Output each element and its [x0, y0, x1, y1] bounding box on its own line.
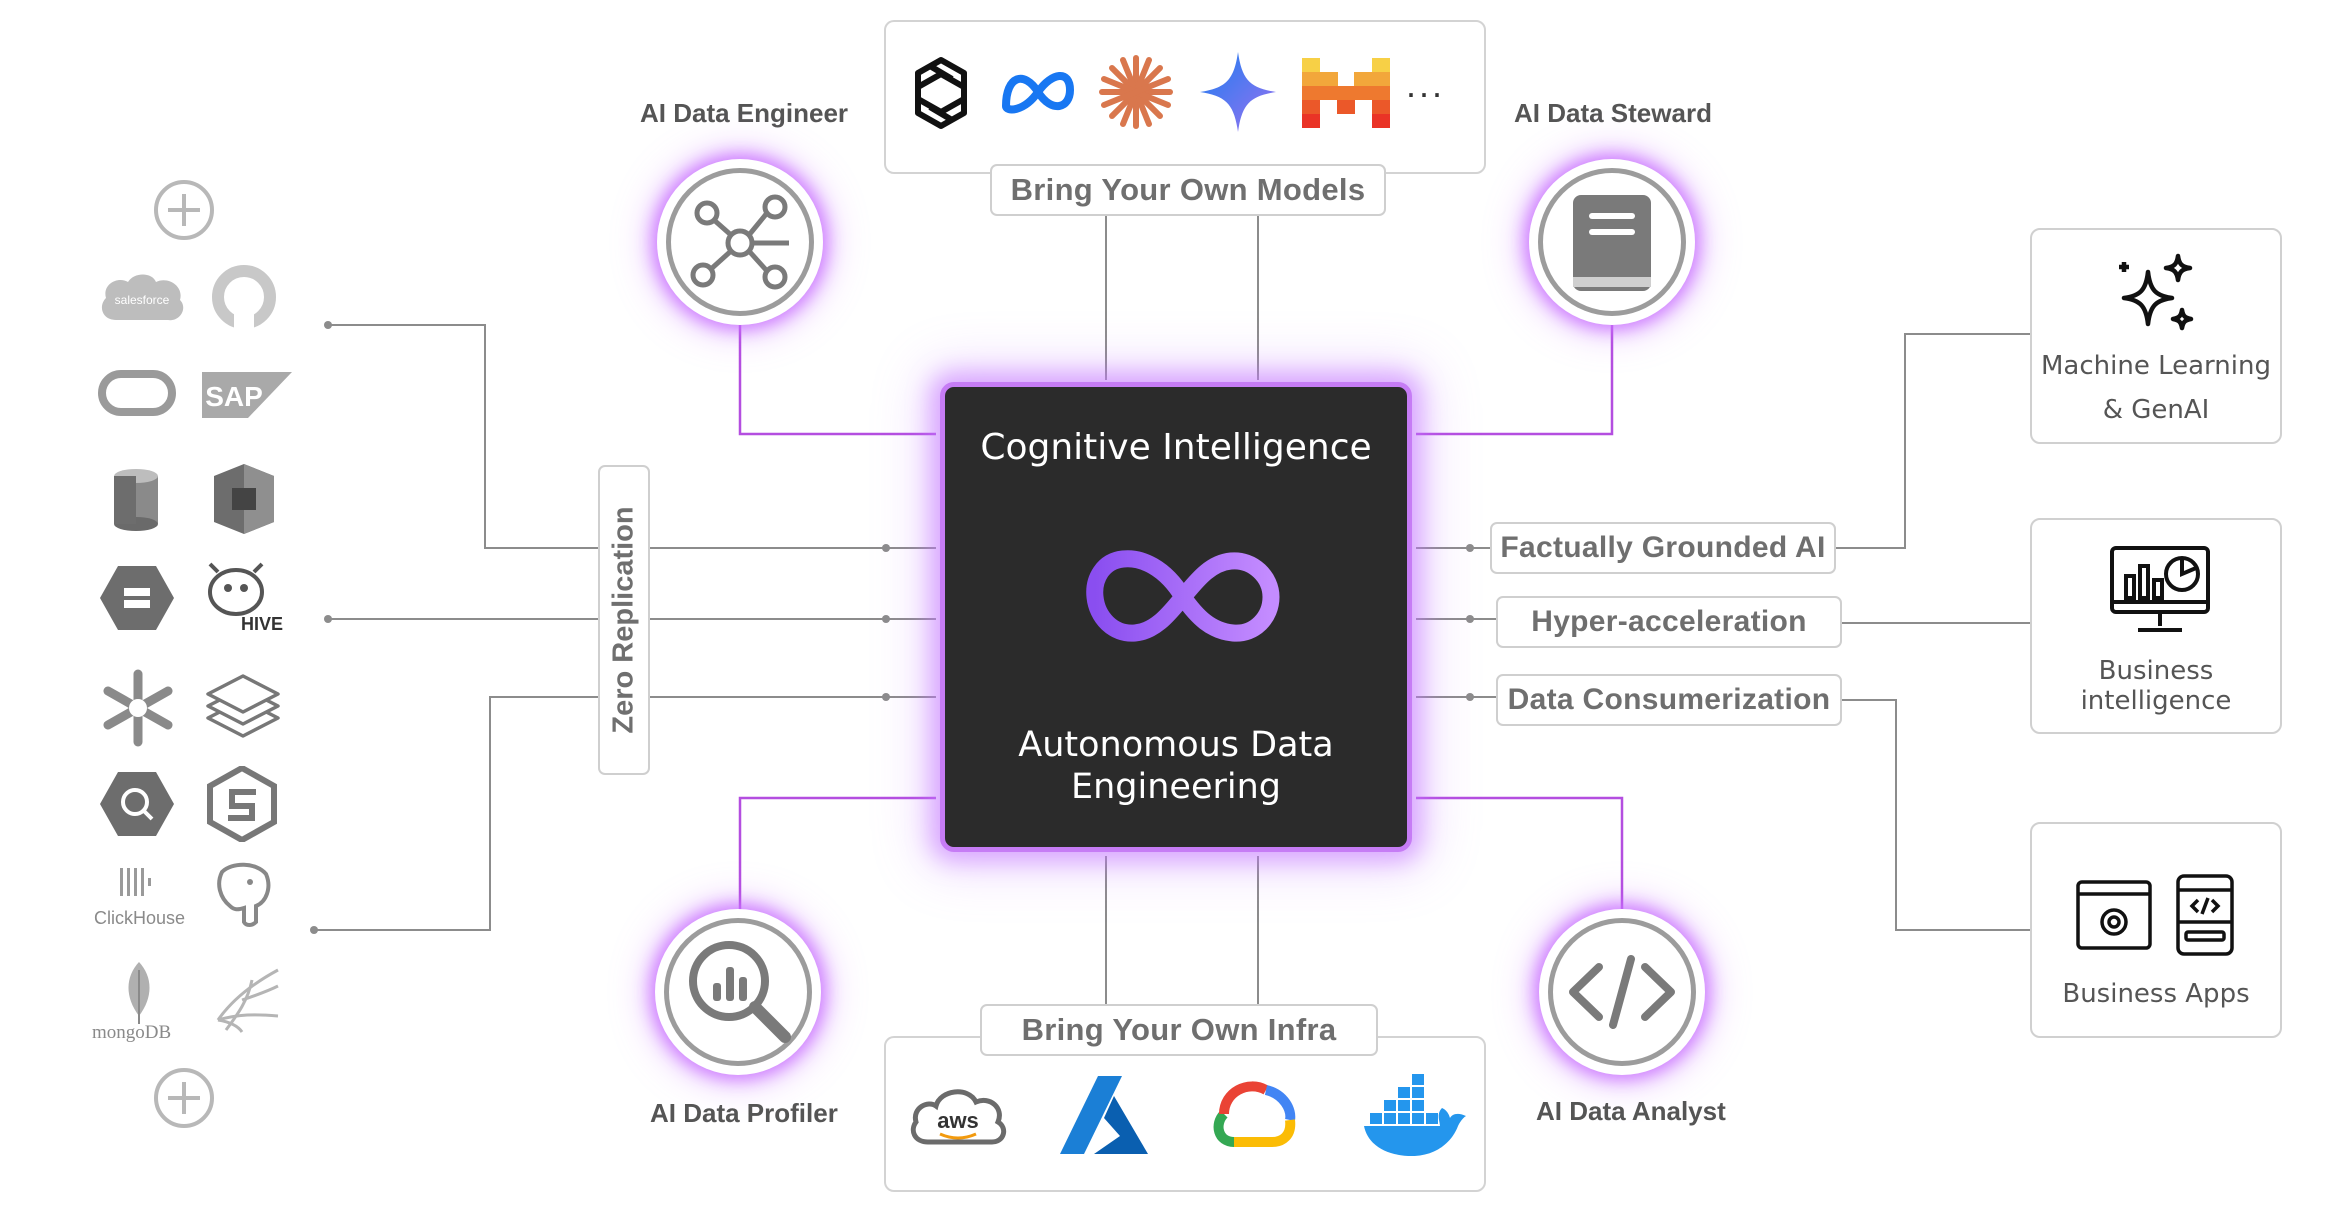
ai-data-analyst-title: AI Data Analyst: [1536, 1096, 1726, 1126]
ai-data-analyst-node[interactable]: [1548, 918, 1696, 1066]
postgres-ring-icon: [212, 265, 276, 330]
aws-icon: aws: [910, 1089, 1007, 1145]
magnifier-chart-icon: [689, 941, 791, 1043]
bigquery-icon: [100, 772, 174, 836]
bring-your-own-models-label: Bring Your Own Models: [990, 164, 1386, 216]
ai-data-steward-node[interactable]: [1538, 168, 1686, 316]
monitor-chart-icon: [2110, 546, 2210, 632]
gemini-icon: [1200, 52, 1276, 132]
azure-icon: [1060, 1076, 1148, 1154]
business-intelligence-line-2: intelligence: [2080, 686, 2232, 716]
ai-data-profiler-title: AI Data Profiler: [650, 1098, 838, 1128]
factually-grounded-ai-label: Factually Grounded AI: [1490, 522, 1836, 574]
infinity-logo-icon: [1086, 550, 1280, 642]
layers-stack-icon: [206, 674, 280, 738]
mongodb-leaf-icon: [128, 962, 150, 1024]
ai-data-profiler-node[interactable]: [664, 918, 812, 1066]
ai-data-engineer-title: AI Data Engineer: [640, 98, 849, 128]
models-box: ...: [884, 20, 1486, 174]
core-subtitle-line-1: Autonomous Data: [1018, 725, 1334, 765]
svg-text:SAP: SAP: [205, 381, 263, 412]
business-apps-label: Business Apps: [2062, 979, 2250, 1009]
oracle-icon: [98, 370, 176, 416]
add-source-bottom-icon[interactable]: [152, 1066, 216, 1130]
ml-genai-line-2: & GenAI: [2102, 395, 2210, 425]
sql-server-icon: [216, 968, 279, 1033]
ml-genai-box[interactable]: Machine Learning & GenAI: [2030, 228, 2282, 444]
snowflake-icon: [103, 669, 173, 747]
mistral-icon: [1302, 58, 1390, 128]
business-intelligence-box[interactable]: Business intelligence: [2030, 518, 2282, 734]
svg-text:HIVE: HIVE: [241, 614, 283, 634]
google-cloud-icon: [1213, 1081, 1296, 1147]
data-consumerization-label: Data Consumerization: [1496, 674, 1842, 726]
postgresql-elephant-icon: [217, 862, 271, 927]
app-windows-icon: [2076, 874, 2234, 956]
hyper-acceleration-label: Hyper-acceleration: [1496, 596, 1842, 648]
meta-icon: [1002, 72, 1074, 114]
more-models-indicator: ...: [1406, 64, 1446, 105]
ml-genai-line-1: Machine Learning: [2041, 351, 2271, 381]
cloud-storage-hex-icon: [100, 566, 174, 630]
mongodb-label: mongoDB: [92, 1022, 172, 1043]
add-source-top-icon[interactable]: [152, 178, 216, 242]
clickhouse-icon: [120, 868, 151, 896]
svg-text:salesforce: salesforce: [115, 293, 170, 307]
sparkles-icon: [2119, 253, 2194, 331]
zero-replication-label: Zero Replication: [598, 465, 650, 775]
cognitive-intelligence-core: Cognitive Intelligence Autonomous Data E…: [940, 382, 1412, 852]
core-subtitle-line-2: Engineering: [1071, 767, 1281, 807]
claude-icon: [1099, 55, 1173, 129]
hive-icon: HIVE: [208, 562, 283, 634]
hexagon-s-icon: [207, 766, 277, 842]
business-apps-box[interactable]: Business Apps: [2030, 822, 2282, 1038]
database-cylinder-icon: [114, 469, 158, 531]
infra-box: aws: [884, 1036, 1486, 1192]
code-brackets-icon: [1569, 955, 1675, 1029]
ai-data-engineer-node[interactable]: [666, 168, 814, 316]
business-intelligence-line-1: Business: [2098, 656, 2214, 686]
sap-icon: SAP: [202, 372, 292, 418]
salesforce-icon: salesforce: [101, 274, 184, 321]
ai-data-steward-title: AI Data Steward: [1514, 98, 1712, 128]
network-graph-icon: [690, 194, 789, 290]
book-icon: [1573, 195, 1651, 291]
core-title: Cognitive Intelligence: [980, 427, 1372, 468]
aws-s3-icon: [214, 464, 274, 534]
bring-your-own-infra-label: Bring Your Own Infra: [980, 1004, 1378, 1056]
clickhouse-label: ClickHouse: [94, 908, 186, 928]
openai-icon: [915, 57, 967, 129]
docker-icon: [1364, 1074, 1466, 1156]
svg-text:aws: aws: [937, 1108, 979, 1133]
